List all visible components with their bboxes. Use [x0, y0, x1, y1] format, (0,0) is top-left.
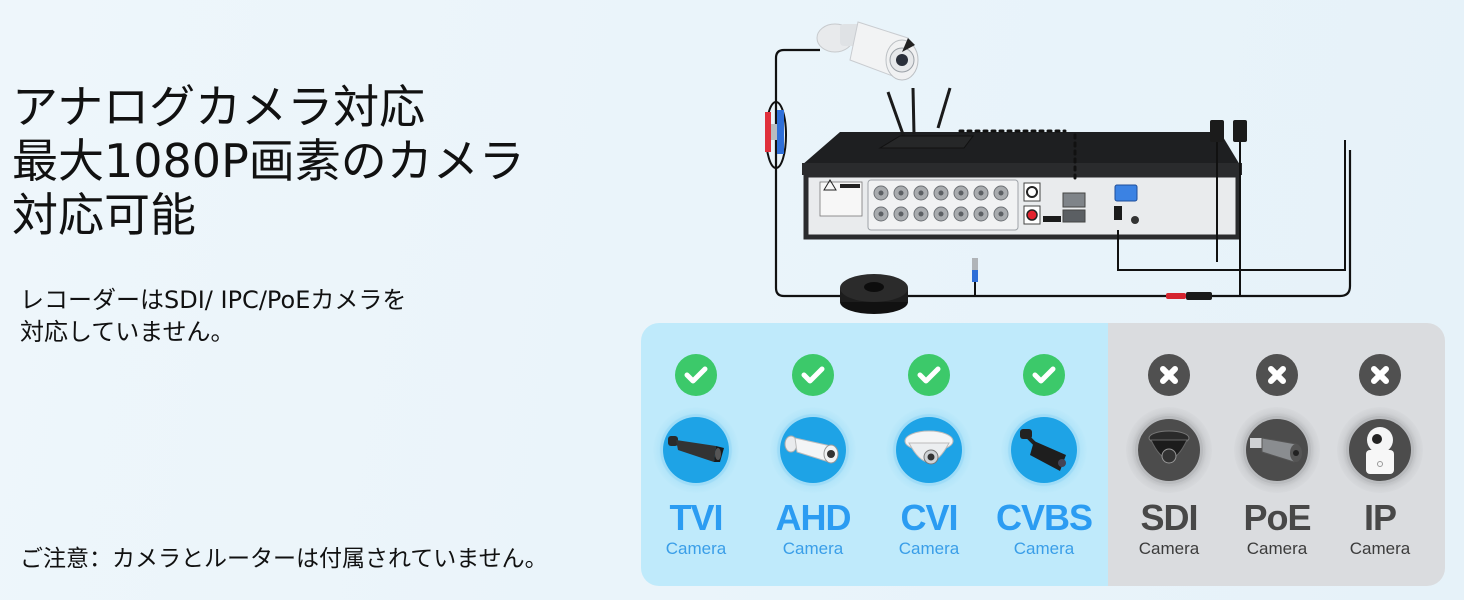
red-connector	[765, 112, 771, 152]
camera-sub-label: Camera	[1349, 539, 1411, 558]
camera-option-ip: IP Camera	[1325, 323, 1435, 586]
check-icon	[1023, 354, 1065, 396]
supported-cameras-panel: TVI Camera AHD Camera CVI Camera	[641, 323, 1109, 586]
camera-option-cvi: CVI Camera	[874, 323, 984, 586]
dome-camera-icon	[1135, 416, 1203, 484]
camera-ring	[653, 407, 739, 493]
check-icon	[908, 354, 950, 396]
camera-option-tvi: TVI Camera	[641, 323, 751, 586]
cross-icon	[1148, 354, 1190, 396]
camera-ring	[1126, 407, 1212, 493]
camera-type-label: TVI	[669, 497, 723, 538]
camera-sub-label: Camera	[665, 539, 727, 558]
connection-diagram	[765, 21, 1352, 314]
headline-line-2: 最大1080P画素のカメラ	[12, 134, 525, 188]
camera-type-label: CVI	[900, 497, 958, 538]
pan-tilt-camera-icon	[1346, 416, 1414, 484]
camera-sub-label: Camera	[898, 539, 960, 558]
camera-type-label: SDI	[1140, 497, 1198, 538]
camera-sub-label: Camera	[782, 539, 844, 558]
camera-type-label: CVBS	[995, 497, 1093, 538]
dc-connector-illustration	[1166, 292, 1212, 300]
bnc-joint	[771, 124, 777, 140]
cross-icon	[1359, 354, 1401, 396]
bullet-camera-icon	[663, 417, 729, 483]
camera-option-cvbs: CVBS Camera	[989, 323, 1099, 586]
unsupported-cameras-panel: SDI Camera PoE Camera IP Camera	[1108, 323, 1445, 586]
compatibility-note-line-1: レコーダーはSDI/ IPC/PoEカメラを	[20, 286, 407, 314]
camera-type-label: AHD	[775, 497, 852, 538]
camera-option-ahd: AHD Camera	[758, 323, 868, 586]
check-icon	[792, 354, 834, 396]
camera-ring	[1001, 407, 1087, 493]
footnote: ご注意：カメラとルーターは付属されていません。	[20, 546, 548, 572]
bnc-connector-illustration	[972, 258, 978, 296]
dome-camera-icon	[896, 417, 962, 483]
compatibility-note-line-2: 対応していません。	[20, 318, 235, 346]
headline-line-3: 対応可能	[12, 188, 196, 242]
camera-ring	[1337, 407, 1423, 493]
bullet-camera-icon	[1243, 416, 1311, 484]
camera-sub-label: Camera	[1246, 539, 1308, 558]
camera-ring	[1234, 407, 1320, 493]
bullet-camera-icon	[1011, 417, 1077, 483]
camera-type-label: IP	[1363, 497, 1397, 538]
headline: アナログカメラ対応 最大1080P画素のカメラ 対応可能	[12, 80, 612, 242]
power-adapter-illustration	[1210, 120, 1247, 296]
camera-sub-label: Camera	[1138, 539, 1200, 558]
bullet-camera-icon	[780, 417, 846, 483]
headline-line-1: アナログカメラ対応	[12, 80, 426, 134]
camera-ring	[886, 407, 972, 493]
camera-ring	[770, 407, 856, 493]
check-icon	[675, 354, 717, 396]
bullet-camera-illustration	[816, 21, 919, 81]
camera-option-sdi: SDI Camera	[1114, 323, 1224, 586]
cross-icon	[1256, 354, 1298, 396]
compatibility-note: レコーダーはSDI/ IPC/PoEカメラを 対応していません。	[20, 284, 580, 348]
camera-type-label: PoE	[1243, 497, 1311, 538]
camera-option-poe: PoE Camera	[1222, 323, 1332, 586]
blue-connector	[777, 110, 784, 154]
router-illustration	[878, 87, 974, 149]
camera-sub-label: Camera	[1013, 539, 1075, 558]
video-cable	[774, 48, 1352, 298]
cable-spool-illustration	[840, 274, 908, 314]
